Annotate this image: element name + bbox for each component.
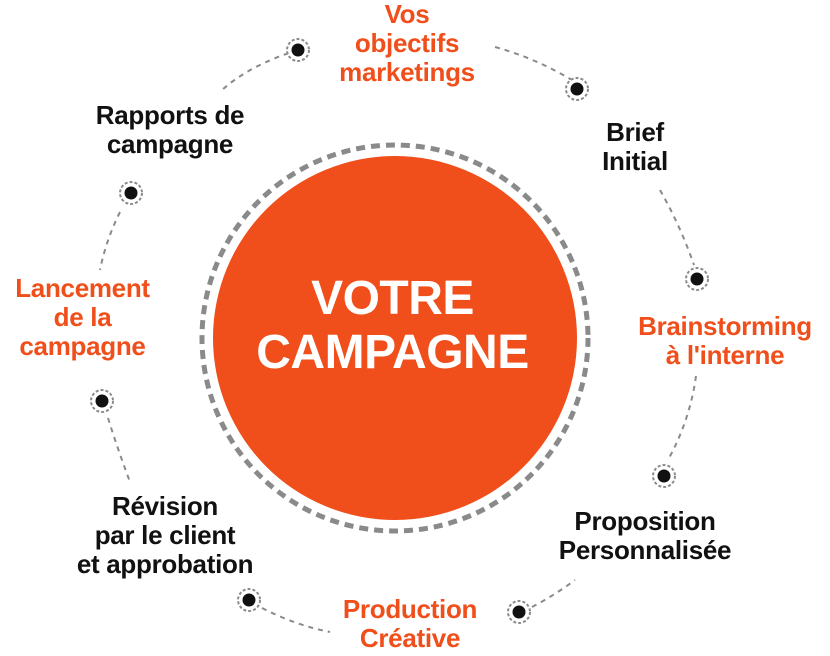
step-label-line: Rapports de — [95, 100, 245, 130]
step-label-line: Créative — [359, 623, 461, 653]
step-label-line: et approbation — [76, 549, 254, 579]
step-label-line: Révision — [112, 491, 218, 521]
step-dot — [90, 389, 114, 413]
step-label-brief: Brief Initial — [570, 118, 700, 176]
step-dot — [652, 464, 676, 488]
step-label-line: Vos — [384, 0, 430, 29]
step-dot — [237, 588, 261, 612]
step-label-line: campagne — [19, 331, 146, 361]
step-label-rapports: Rapports de campagne — [70, 101, 270, 159]
step-dot — [565, 77, 589, 101]
step-dot — [286, 38, 310, 62]
center-title-line: VOTRE — [311, 272, 474, 325]
center-title-line: CAMPAGNE — [256, 326, 529, 379]
step-label-brainstorming: Brainstorming à l'interne — [620, 312, 830, 370]
step-label-revision: Révision par le client et approbation — [40, 492, 290, 579]
step-label-line: marketings — [339, 57, 475, 87]
step-label-line: Production — [342, 594, 478, 624]
step-label-line: de la — [53, 302, 112, 332]
center-outer-ring — [199, 142, 591, 534]
step-dot — [507, 600, 531, 624]
step-label-production: Production Créative — [320, 595, 500, 653]
step-label-line: à l'interne — [665, 340, 785, 370]
cycle-connector — [221, 49, 299, 91]
cycle-connector — [531, 579, 576, 608]
cycle-connector — [659, 189, 695, 266]
step-dot — [685, 267, 709, 291]
step-label-line: Proposition — [574, 506, 716, 536]
step-label-line: Brief — [606, 117, 664, 147]
cycle-connector — [99, 211, 121, 271]
cycle-connector — [667, 375, 697, 461]
step-label-line: objectifs — [354, 28, 460, 58]
step-label-line: campagne — [106, 129, 234, 159]
cycle-connector — [494, 46, 573, 81]
cycle-connector — [107, 417, 131, 483]
step-label-line: Lancement — [15, 273, 150, 303]
step-label-objectifs: Vos objectifs marketings — [322, 0, 492, 87]
step-label-line: Personnalisée — [558, 535, 732, 565]
step-label-line: Brainstorming — [638, 311, 812, 341]
step-dot — [119, 181, 143, 205]
step-label-line: par le client — [94, 520, 236, 550]
center-circle — [213, 156, 577, 520]
step-label-line: Initial — [602, 146, 668, 176]
step-label-lancement: Lancement de la campagne — [0, 274, 165, 361]
step-label-proposition: Proposition Personnalisée — [535, 507, 755, 565]
center-title: VOTRE CAMPAGNE — [220, 272, 565, 380]
